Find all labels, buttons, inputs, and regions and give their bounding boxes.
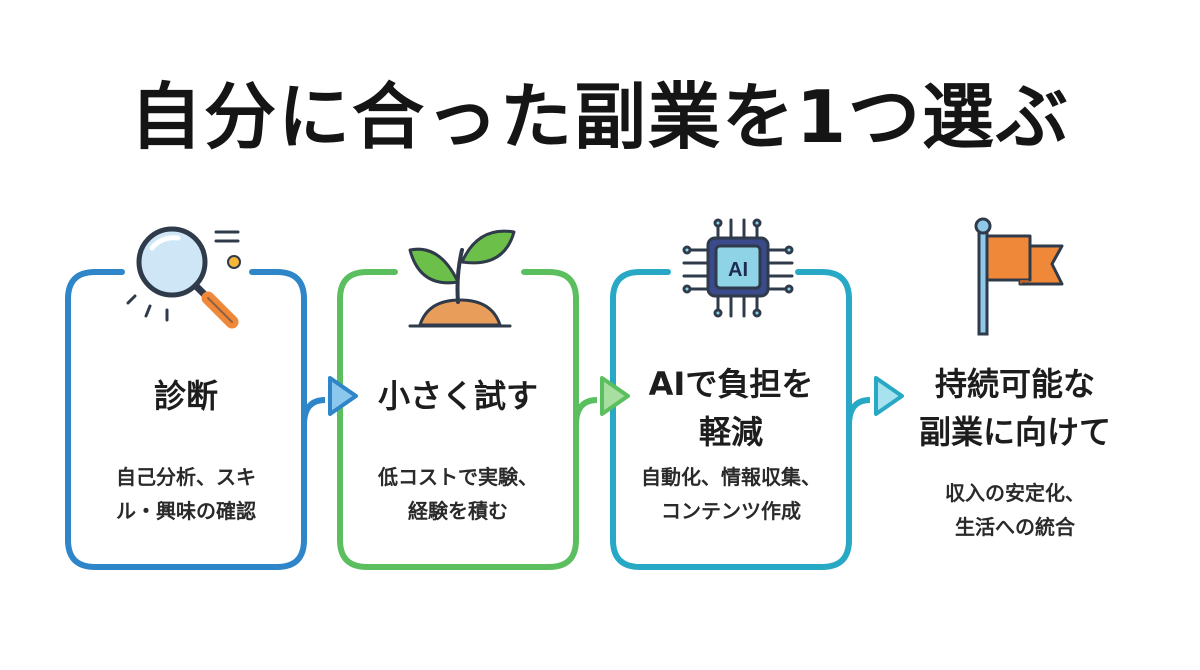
step3-frame (610, 269, 852, 570)
connector-2-3 (573, 397, 598, 426)
arrow-2-icon (600, 376, 630, 416)
sprout-icon (408, 229, 516, 328)
magnifier-icon (126, 226, 241, 329)
step-3-desc-line: 自動化、情報収集、 (641, 465, 821, 489)
step-4-title: 持続可能な 副業に向けて (890, 360, 1140, 456)
step-3-description: 自動化、情報収集、 コンテンツ作成 (613, 460, 849, 528)
step-1-desc-line: 自己分析、スキ (116, 465, 256, 489)
connector-1-2 (301, 397, 326, 426)
step-4-title-line: 副業に向けて (918, 413, 1111, 451)
step-1-description: 自己分析、スキ ル・興味の確認 (68, 460, 304, 528)
ai-chip-icon (682, 218, 794, 318)
step-4-desc-line: 収入の安定化、 (945, 481, 1085, 505)
step-4-description: 収入の安定化、 生活への統合 (890, 476, 1140, 544)
arrow-3-icon (874, 376, 904, 416)
step1-frame (65, 269, 307, 570)
step2-frame (337, 269, 579, 570)
step-1-title: 診断 (153, 377, 218, 415)
step-1-desc-line: ル・興味の確認 (116, 499, 256, 523)
step-4-desc-line: 生活への統合 (955, 515, 1075, 539)
step-3-desc-line: コンテンツ作成 (661, 499, 801, 523)
step-2-desc-line: 経験を積む (408, 499, 508, 523)
page-title: 自分に合った副業を1つ選ぶ (129, 75, 1071, 159)
step-3-title: AIで負担を 軽減 (613, 360, 849, 456)
step-2-desc-line: 低コストで実験、 (378, 465, 538, 489)
step-4-title-line: 持続可能な (934, 365, 1095, 403)
flag-icon (974, 217, 1064, 336)
step-2-description: 低コストで実験、 経験を積む (340, 460, 576, 528)
step-2-title: 小さく試す (377, 377, 538, 415)
ai-chip-label: AI (728, 259, 748, 281)
connector-3-4 (846, 397, 871, 426)
step-3-title-line: AIで負担を (648, 365, 814, 403)
arrow-1-icon (328, 376, 358, 416)
step-3-title-line: 軽減 (698, 413, 763, 451)
